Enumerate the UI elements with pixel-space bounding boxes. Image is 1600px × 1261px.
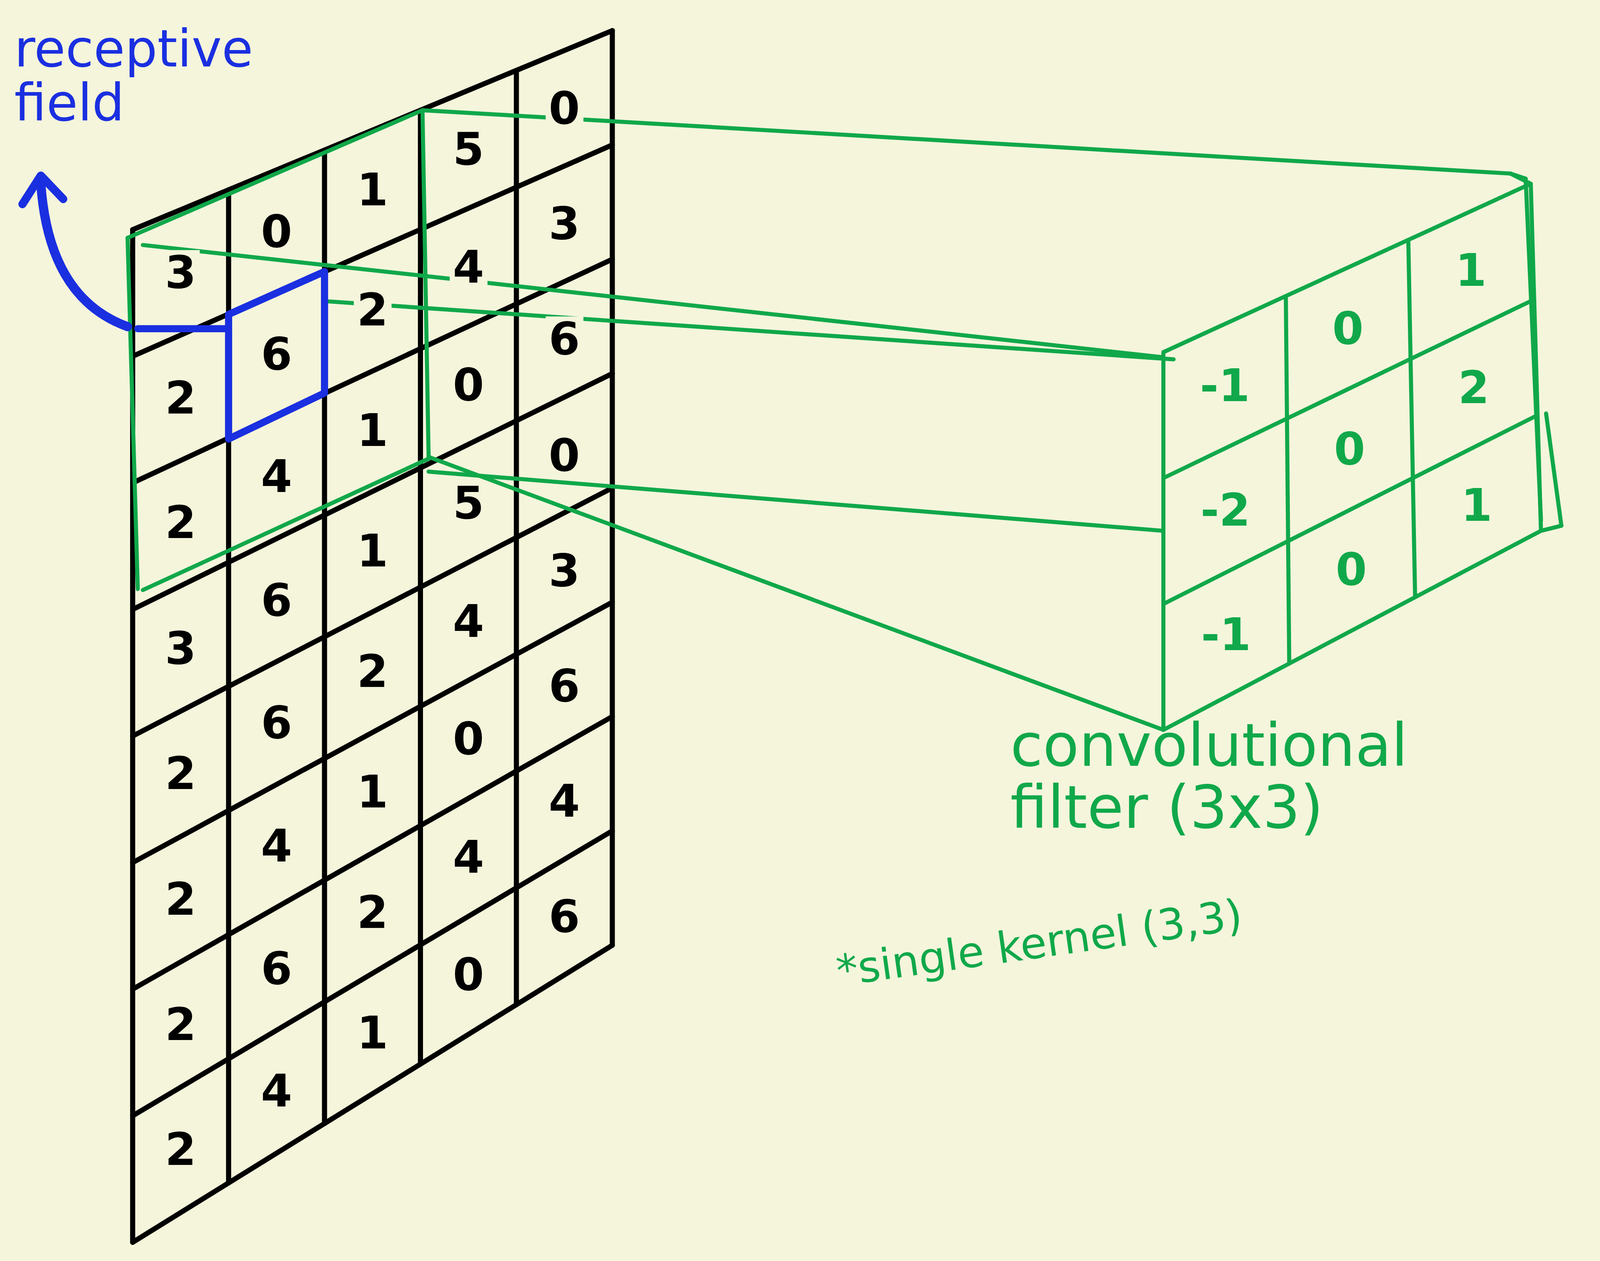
filter-edge [1545, 413, 1562, 526]
grid-line [132, 487, 613, 736]
kernel-cell: 1 [1457, 482, 1496, 528]
grid-cell: 2 [162, 751, 200, 796]
grid-cell: 2 [162, 1126, 200, 1172]
grid-cell: 1 [353, 769, 391, 815]
grid-cell: 2 [353, 288, 391, 333]
kernel-cell: 0 [1332, 547, 1370, 593]
kernel-cell: 0 [1331, 426, 1369, 472]
filter-edge [1541, 525, 1562, 531]
grid-cell: 4 [449, 244, 488, 290]
grid-line [132, 259, 613, 484]
receptive-outline [422, 110, 429, 458]
grid-cell: 4 [449, 598, 488, 644]
projection-line [142, 244, 1164, 358]
filter-line [1163, 415, 1538, 604]
filter-edge [1510, 173, 1526, 179]
grid-cell: 6 [257, 946, 295, 991]
grid-cell: 1 [353, 167, 391, 213]
kernel-cell: -1 [1196, 363, 1254, 409]
grid-cell: 3 [545, 201, 583, 247]
projection-line [428, 471, 1164, 531]
grid-cell: 1 [353, 529, 391, 574]
filter-line [1285, 296, 1290, 664]
grid-cell: 0 [257, 208, 295, 254]
projection-line [324, 300, 1174, 359]
grid-cell: 1 [353, 408, 391, 454]
receptive-outline [127, 237, 139, 589]
projection-line [430, 457, 1164, 730]
grid-cell: 0 [449, 362, 488, 408]
grid-cell: 5 [449, 480, 488, 526]
grid-cell: 5 [449, 126, 488, 172]
grid-cell: 2 [162, 1001, 200, 1047]
grid-cell: 3 [162, 625, 200, 671]
filter-line [1163, 299, 1535, 478]
kernel-cell: -1 [1198, 611, 1255, 657]
grid-cell: 6 [257, 577, 295, 623]
grid-cell: 0 [545, 85, 583, 131]
grid-line [132, 716, 613, 989]
filter-line [1161, 352, 1166, 730]
grid-cell: 4 [545, 778, 583, 824]
kernel-cell: 1 [1452, 248, 1490, 293]
kernel-cell: 0 [1329, 305, 1367, 351]
filter-label: convolutional filter (3x3) [1010, 714, 1521, 839]
grid-cell: 6 [257, 700, 295, 746]
grid-cell: 6 [545, 663, 583, 709]
grid-line [132, 830, 613, 1116]
grid-cell: 2 [353, 649, 391, 695]
filter-line [1163, 530, 1542, 730]
kernel-cell: 2 [1455, 365, 1493, 411]
grid-cell: 2 [162, 876, 200, 922]
kernel-cell: -2 [1197, 487, 1254, 533]
kernel-note: *single kernel (3,3) [833, 892, 1246, 995]
grid-cell: 0 [449, 716, 488, 762]
callout-label: receptive field [14, 22, 270, 130]
grid-cell: 6 [545, 894, 583, 940]
grid-cell: 4 [257, 454, 295, 500]
grid-line [132, 601, 613, 863]
filter-edge [1525, 178, 1541, 521]
grid-cell: 4 [449, 834, 488, 880]
grid-cell: 4 [257, 823, 295, 869]
grid-cell: 2 [162, 375, 200, 421]
grid-cell: 2 [162, 500, 200, 546]
grid-cell: 6 [257, 331, 295, 377]
grid-cell: 0 [449, 952, 488, 998]
grid-cell: 4 [257, 1068, 295, 1114]
grid-cell: 3 [162, 249, 200, 295]
filter-line [1408, 239, 1416, 598]
grid-line [132, 373, 613, 610]
grid-cell: 1 [353, 1010, 391, 1056]
grid-cell: 3 [545, 547, 583, 593]
grid-cell: 6 [545, 316, 583, 362]
projection-line [422, 110, 1511, 174]
grid-line [132, 944, 613, 1242]
grid-cell: 0 [545, 432, 583, 478]
grid-cell: 2 [353, 890, 391, 936]
